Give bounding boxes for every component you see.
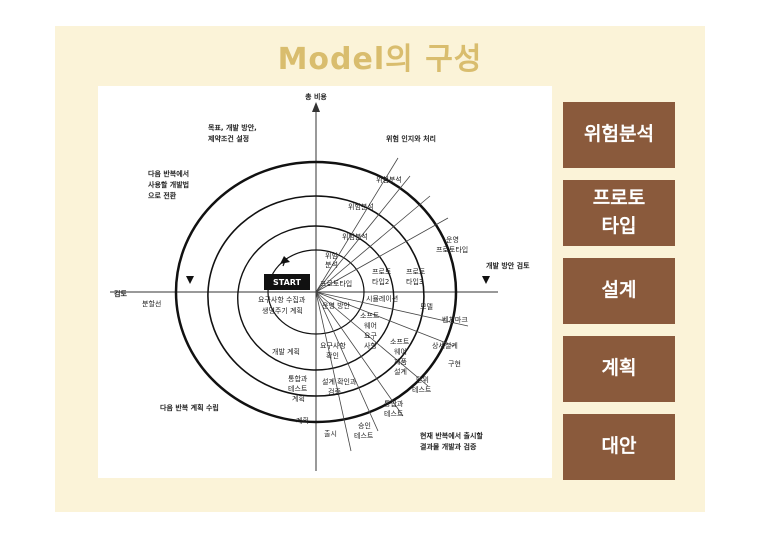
radial-line-3 [315, 175, 411, 293]
label-integ-plan-2: 테스트 [288, 385, 308, 393]
menu-risk-analysis[interactable]: 위험분석 [563, 102, 675, 168]
label-next-plan: 다음 반복 계획 수립 [160, 403, 219, 412]
label-axis-top: 총 비용 [305, 92, 327, 101]
label-proto-3a: 프로토 [406, 268, 426, 276]
label-detail-design: 상세설계 [432, 341, 458, 350]
label-sw-req-2: 웨어 [364, 321, 377, 330]
start-label: START [273, 278, 302, 287]
spiral-ring-3 [207, 195, 425, 397]
label-next-iter-1: 다음 반복에서 [148, 169, 189, 178]
label-accept-test-2: 테스트 [354, 432, 374, 440]
label-proto-3b: 타입3 [406, 277, 423, 286]
label-accept-test-1: 승인 [358, 421, 371, 430]
spiral-arrow-right [482, 276, 490, 284]
label-design-confirm-2: 검증 [328, 388, 341, 396]
label-risk-4b: 분석 [325, 260, 338, 269]
label-unit-test-2: 테스트 [412, 386, 432, 394]
label-current-release-1: 현재 반복에서 출시할 [420, 431, 483, 440]
label-proto-1: 프로토타입 [320, 279, 352, 288]
spiral-model-diagram: START 총 비용 검토 분할선 개발 방안 검토 목표, 개발 방안, 제약… [98, 86, 552, 478]
label-proto-ops-1: 운영 [446, 235, 459, 244]
label-sw-req-3: 요구 [364, 332, 377, 340]
label-current-release-2: 결과물 개발과 검증 [420, 442, 477, 451]
page-title: Model의 구성 [277, 42, 483, 77]
label-sw-design-1: 소프트 [390, 338, 410, 346]
radial-line-1 [315, 217, 449, 293]
label-proto-ops-2: 프로토타입 [436, 245, 468, 254]
label-req-collect-1: 요구사항 수집과 [258, 295, 306, 304]
menu-planning[interactable]: 계획 [563, 336, 675, 402]
label-req-collect-2: 생명주기 계획 [262, 306, 303, 315]
radial-line-4 [315, 157, 399, 293]
label-risk-handling: 위험 인지와 처리 [386, 134, 436, 143]
label-integ-plan-1: 통합과 [288, 374, 308, 383]
menu-alternatives[interactable]: 대안 [563, 414, 675, 480]
label-dev-plan: 개발 계획 [272, 347, 300, 356]
label-sw-design-4: 설계 [394, 367, 407, 376]
label-req-confirm-1: 요구사항 [320, 341, 346, 350]
label-objectives-2: 제약조건 설정 [208, 134, 249, 143]
start-box [264, 274, 310, 290]
start-arrow-stem [282, 257, 287, 267]
label-design-confirm-1: 설계 확인과 [322, 377, 357, 386]
label-integ-test-2: 테스트 [384, 410, 404, 418]
label-integ-plan-3: 계획 [292, 394, 305, 403]
label-model: 모델 [420, 303, 433, 311]
label-risk-1: 위험분석 [376, 175, 402, 184]
label-risk-4a: 위험 [325, 252, 338, 260]
spiral-arrow-left [186, 276, 194, 284]
axis-arrow-top [312, 102, 320, 112]
spiral-ring-2 [237, 225, 395, 371]
menu-design[interactable]: 설계 [563, 258, 675, 324]
label-sw-req-4: 사항 [364, 341, 377, 350]
label-risk-3: 위험분석 [342, 232, 368, 241]
label-next-iter-2: 사용할 개발법 [148, 180, 189, 189]
label-proto-2b: 타입2 [372, 277, 389, 286]
label-axis-left-inner: 분할선 [142, 299, 161, 308]
spiral-ring-1 [267, 249, 365, 335]
spiral-diagram-svg: START 총 비용 검토 분할선 개발 방안 검토 목표, 개발 방안, 제약… [110, 92, 530, 471]
radial-line-6 [315, 291, 455, 347]
label-objectives-1: 목표, 개발 방안, [208, 123, 257, 132]
label-next-iter-3: 으로 전환 [148, 191, 177, 200]
label-axis-left: 검토 [114, 289, 127, 298]
label-risk-2: 위험분석 [348, 202, 374, 211]
radial-line-9 [315, 291, 379, 432]
radial-line-5 [315, 291, 469, 327]
menu-prototype[interactable]: 프로토 타입 [563, 180, 675, 246]
label-benchmark: 벤치마크 [442, 315, 468, 324]
label-ops-plan: 운영 방안 [322, 301, 351, 310]
label-sw-design-2: 웨어 [394, 347, 407, 356]
label-plan: 계획 [296, 416, 309, 425]
label-release: 출시 [324, 429, 337, 438]
radial-line-2 [315, 195, 431, 293]
label-sw-req-1: 소프트 [360, 312, 380, 320]
label-sw-design-3: 제품 [394, 358, 407, 366]
radial-line-10 [315, 291, 352, 452]
radial-line-7 [315, 291, 429, 387]
label-integ-test-1: 통합과 [384, 399, 404, 408]
label-req-confirm-2: 확인 [326, 351, 339, 360]
label-simulation: 시뮬레이션 [366, 294, 398, 303]
label-axis-right: 개발 방안 검토 [486, 261, 530, 270]
label-proto-2a: 프로토 [372, 268, 392, 276]
label-unit-test-1: 단위 [416, 375, 429, 384]
radial-line-8 [315, 291, 404, 417]
spiral-outer [174, 160, 458, 424]
label-implement: 구현 [448, 360, 461, 368]
